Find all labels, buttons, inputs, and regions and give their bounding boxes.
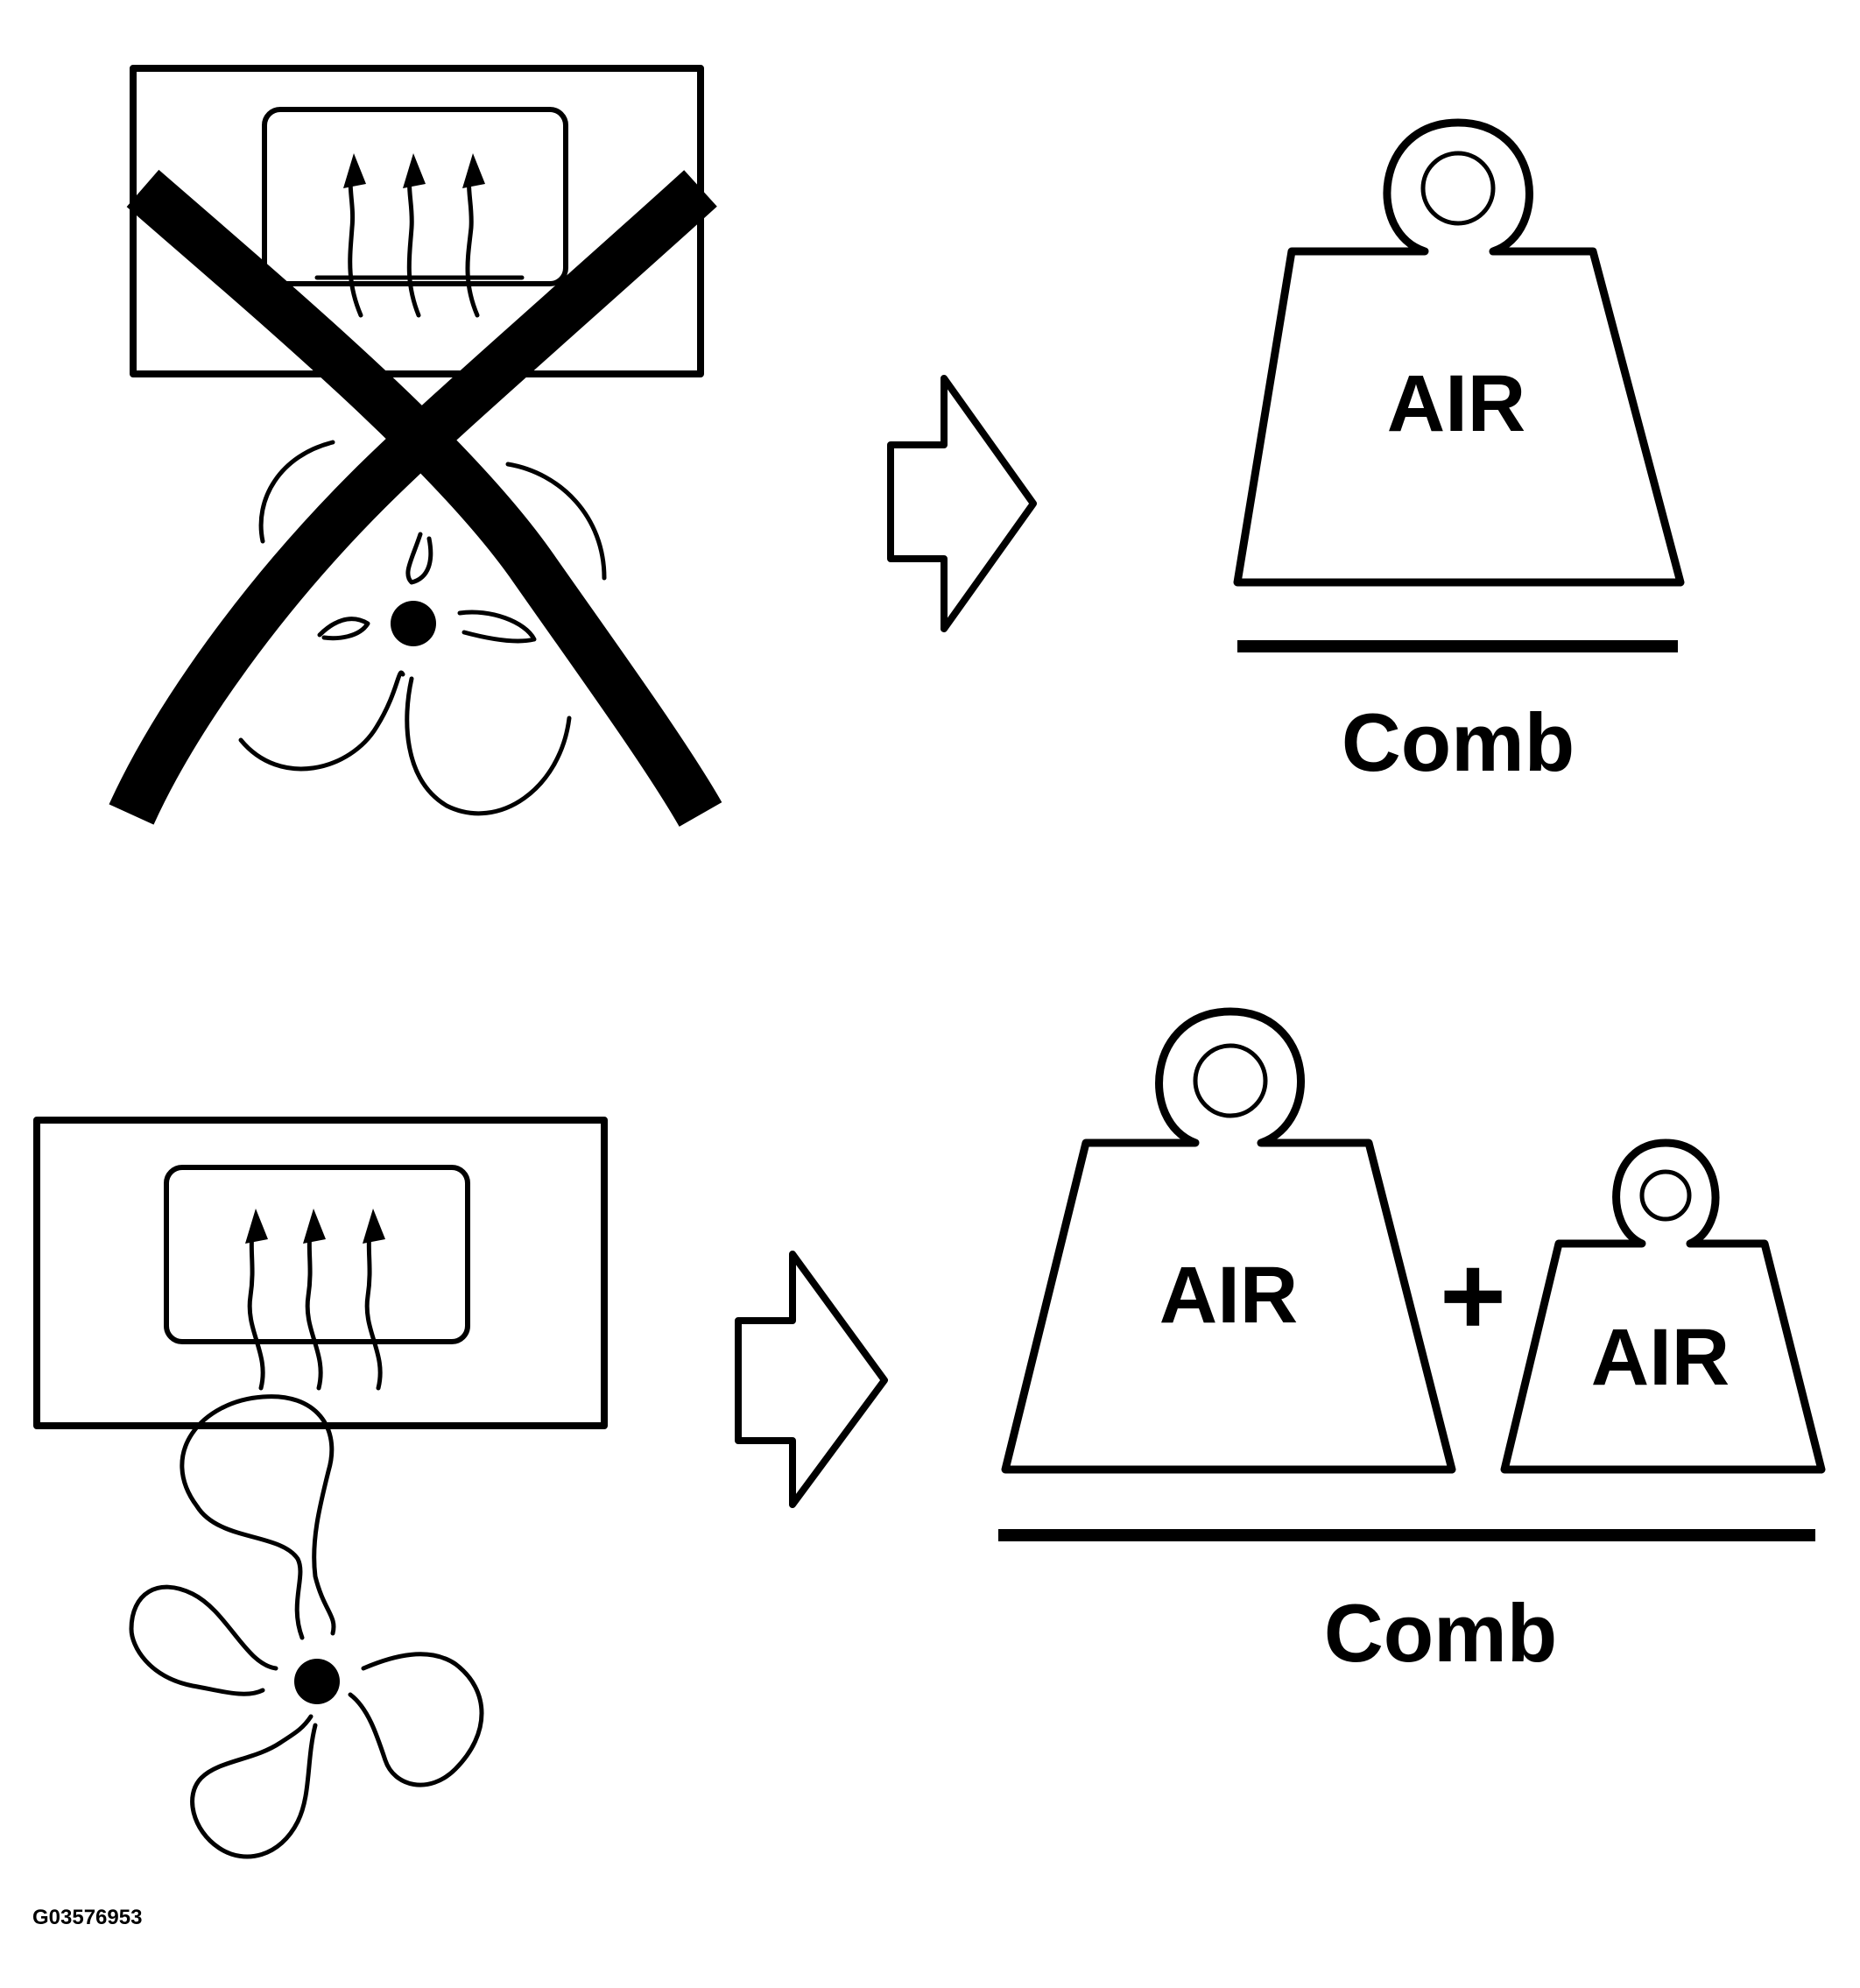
weight-icon-large: [1001, 1007, 1456, 1474]
right-arrow-icon-bottom: [735, 1251, 888, 1508]
heater-box-outline: [130, 65, 704, 377]
fan-icon-bottom: [129, 1394, 484, 1859]
heater-core-bottom: [164, 1165, 470, 1344]
heater-core: [262, 107, 568, 286]
weight-label-small: AIR: [1591, 1313, 1730, 1402]
comb-label-bottom: Comb: [1324, 1587, 1557, 1679]
bottom-heater-fan-group: [33, 1117, 608, 1859]
fan-icon: [238, 440, 607, 816]
cross-out-x-icon: [109, 169, 722, 827]
weight-icon-top: [1233, 118, 1685, 587]
weight-label-large: AIR: [1159, 1251, 1298, 1340]
right-arrow-icon: [887, 375, 1037, 632]
plus-sign: +: [1440, 1231, 1506, 1359]
comb-label-top: Comb: [1342, 696, 1575, 788]
weight-icon-small: [1500, 1139, 1826, 1474]
weight-label-top: AIR: [1387, 359, 1525, 448]
heater-box-outline-bottom: [33, 1117, 608, 1429]
top-heater-fan-group: [109, 65, 722, 827]
heat-arrows-icon: [314, 153, 525, 318]
heat-arrows-icon-bottom: [245, 1209, 385, 1391]
figure-id: G03576953: [32, 1906, 142, 1929]
